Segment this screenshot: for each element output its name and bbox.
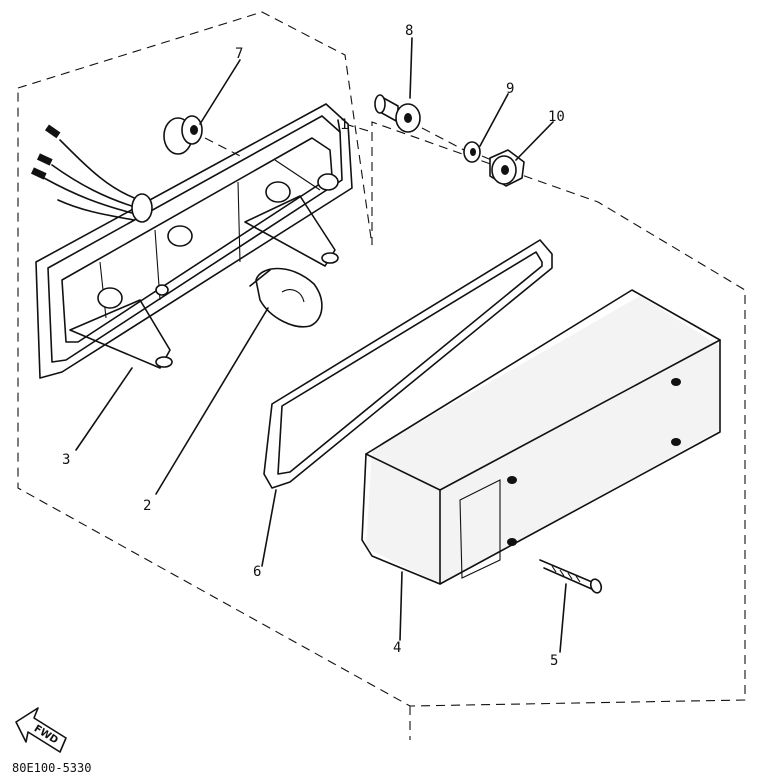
callout-6: 6 xyxy=(253,564,261,580)
screw xyxy=(539,559,603,594)
callout-5: 5 xyxy=(550,653,558,669)
washer xyxy=(463,141,497,163)
tail-lamp-housing xyxy=(35,103,353,379)
callout-7: 7 xyxy=(235,46,243,62)
collar xyxy=(374,94,465,151)
bulb xyxy=(249,267,323,328)
callout-9: 9 xyxy=(506,81,514,97)
drawing-code: 80E100-5330 xyxy=(12,761,91,775)
callout-4: 4 xyxy=(393,640,401,656)
callout-10: 10 xyxy=(548,109,565,125)
callout-labels: 8 9 10 7 1 3 2 6 4 5 xyxy=(62,23,565,669)
grommet xyxy=(163,115,245,159)
lens xyxy=(361,289,721,585)
callout-1: 1 xyxy=(340,117,348,133)
gasket xyxy=(263,239,553,489)
wiring-harness xyxy=(30,124,153,223)
nut xyxy=(489,149,525,187)
callout-8: 8 xyxy=(405,23,413,39)
callout-2: 2 xyxy=(143,498,151,514)
fwd-arrow: FWD xyxy=(15,707,67,753)
leader-lines xyxy=(75,37,567,653)
assembly-outline xyxy=(17,11,746,740)
callout-3: 3 xyxy=(62,452,70,468)
